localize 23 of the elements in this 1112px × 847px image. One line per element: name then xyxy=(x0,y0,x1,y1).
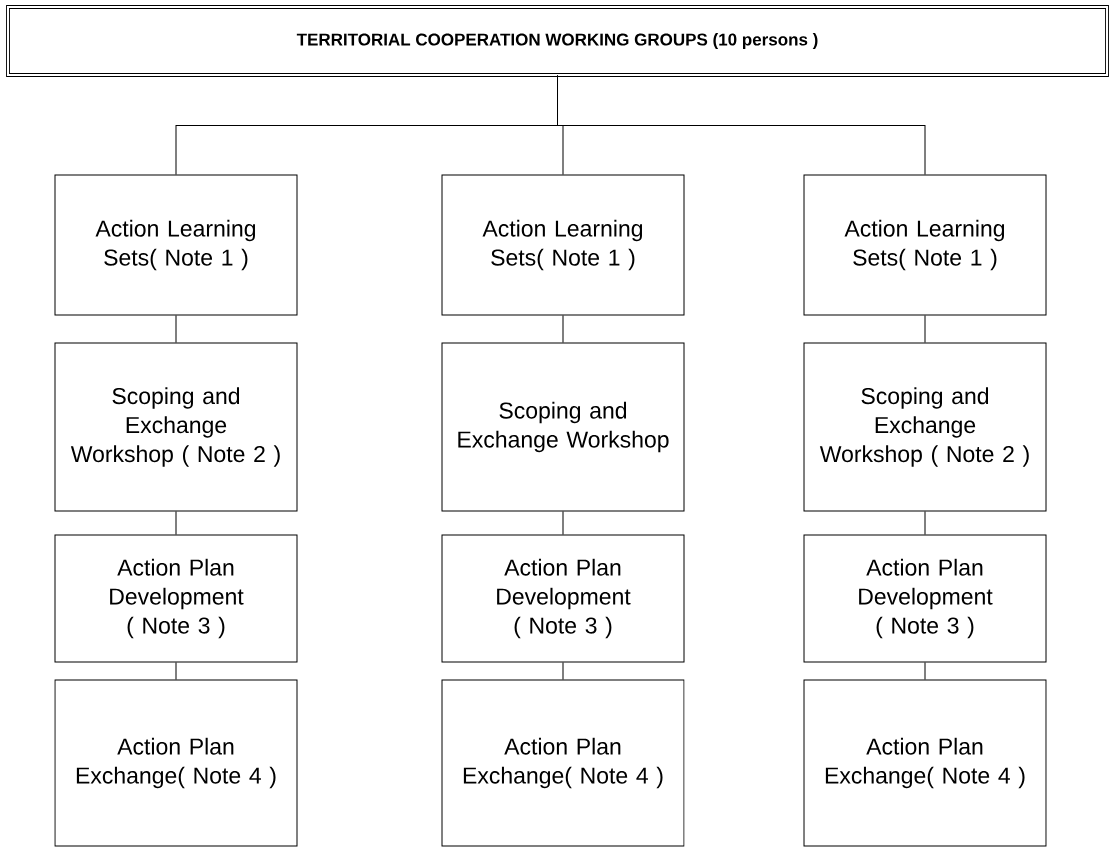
connector-line xyxy=(924,511,926,535)
title-box: TERRITORIAL COOPERATION WORKING GROUPS (10 persons ) xyxy=(6,5,1109,77)
process-box: Action Learning Sets( Note 1 ) xyxy=(54,174,298,316)
connector-line xyxy=(175,315,177,343)
process-box: Action Plan Exchange( Note 4 ) xyxy=(803,679,1047,847)
connector-line xyxy=(924,662,926,680)
connector-line xyxy=(924,315,926,343)
process-box: Scoping and Exchange Workshop ( Note 2 ) xyxy=(54,342,298,512)
connector-line xyxy=(557,74,926,175)
connector-line xyxy=(562,315,564,343)
process-box: Action Plan Development ( Note 3 ) xyxy=(803,534,1047,663)
process-box: Action Plan Development ( Note 3 ) xyxy=(54,534,298,663)
process-box: Action Plan Development ( Note 3 ) xyxy=(441,534,685,663)
connector-line xyxy=(175,662,177,680)
process-box: Action Plan Exchange( Note 4 ) xyxy=(54,679,298,847)
process-box: Action Plan Exchange( Note 4 ) xyxy=(441,679,685,847)
process-box: Action Learning Sets( Note 1 ) xyxy=(803,174,1047,316)
process-box: Action Learning Sets( Note 1 ) xyxy=(441,174,685,316)
connector-line xyxy=(175,511,177,535)
connector-line xyxy=(562,511,564,535)
process-box: Scoping and Exchange Workshop ( Note 2 ) xyxy=(803,342,1047,512)
process-box: Scoping and Exchange Workshop xyxy=(441,342,685,512)
connector-line xyxy=(562,662,564,680)
